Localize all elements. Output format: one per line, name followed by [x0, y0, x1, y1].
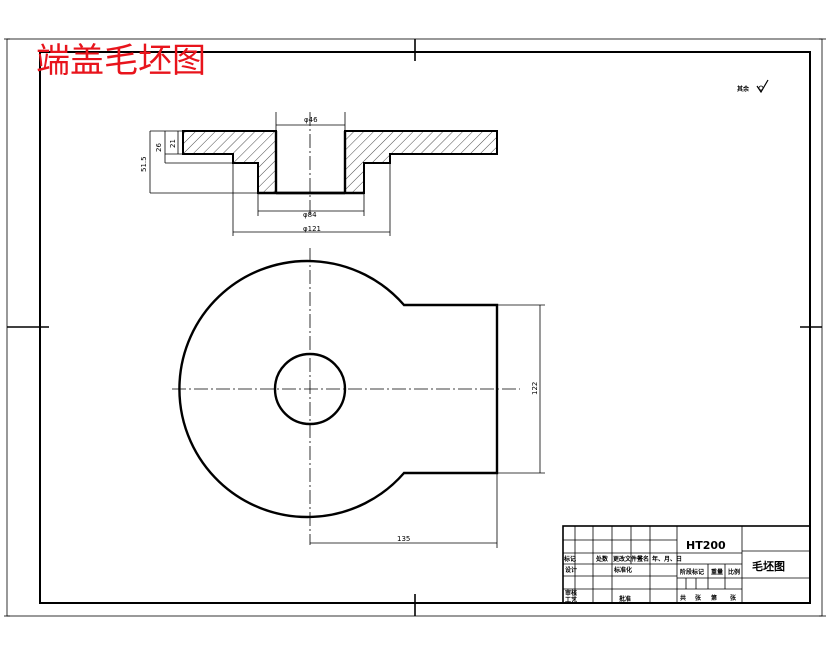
- section-right-half: [344, 130, 498, 194]
- svg-text:共: 共: [680, 594, 686, 602]
- dim-h21: 21: [169, 139, 177, 148]
- svg-text:重量: 重量: [711, 568, 723, 576]
- surface-note: 其余: [737, 79, 769, 94]
- svg-text:工艺: 工艺: [565, 596, 577, 604]
- dim-phi84: φ84: [303, 211, 317, 219]
- dim-phi46: φ46: [304, 116, 318, 124]
- svg-text:年、月、日: 年、月、日: [652, 555, 682, 563]
- svg-text:更改文件号: 更改文件号: [613, 555, 643, 563]
- svg-text:张: 张: [730, 594, 737, 602]
- part-name: 毛坯图: [752, 559, 785, 573]
- svg-text:其余: 其余: [737, 85, 750, 93]
- svg-text:比例: 比例: [728, 568, 740, 576]
- svg-text:张: 张: [695, 594, 702, 602]
- drawing-title: 端盖毛坯图: [36, 41, 206, 81]
- svg-text:第: 第: [710, 594, 717, 602]
- outer-frame: [6, 38, 823, 617]
- svg-text:处数: 处数: [595, 555, 609, 563]
- corner-ticks: [4, 38, 826, 617]
- dim-h26: 26: [155, 143, 163, 152]
- dim-w135: 135: [397, 535, 410, 543]
- section-left-half: [182, 130, 277, 194]
- centering-marks: [7, 39, 822, 616]
- title-block: 标记 处数 更改文件号 签名 年、月、日 设计 标准化 审核 工艺 批准 HT2…: [562, 525, 811, 604]
- svg-text:设计: 设计: [565, 566, 577, 574]
- svg-text:审核: 审核: [565, 589, 577, 597]
- svg-text:阶段标记: 阶段标记: [680, 568, 704, 576]
- svg-text:签名: 签名: [636, 555, 649, 563]
- plan-view: 122 135: [172, 248, 545, 548]
- dim-h515: 51.5: [140, 156, 148, 172]
- roughness-symbol-icon: [756, 79, 769, 94]
- svg-text:标记: 标记: [563, 555, 576, 563]
- svg-text:批准: 批准: [619, 595, 631, 603]
- dim-w122: 122: [531, 382, 539, 395]
- dim-phi121: φ121: [303, 225, 321, 233]
- plan-outline: [178, 259, 499, 519]
- material: HT200: [686, 539, 726, 552]
- section-view: φ46 φ84 φ121 51.5 26 21: [140, 112, 498, 236]
- svg-text:标准化: 标准化: [613, 566, 632, 574]
